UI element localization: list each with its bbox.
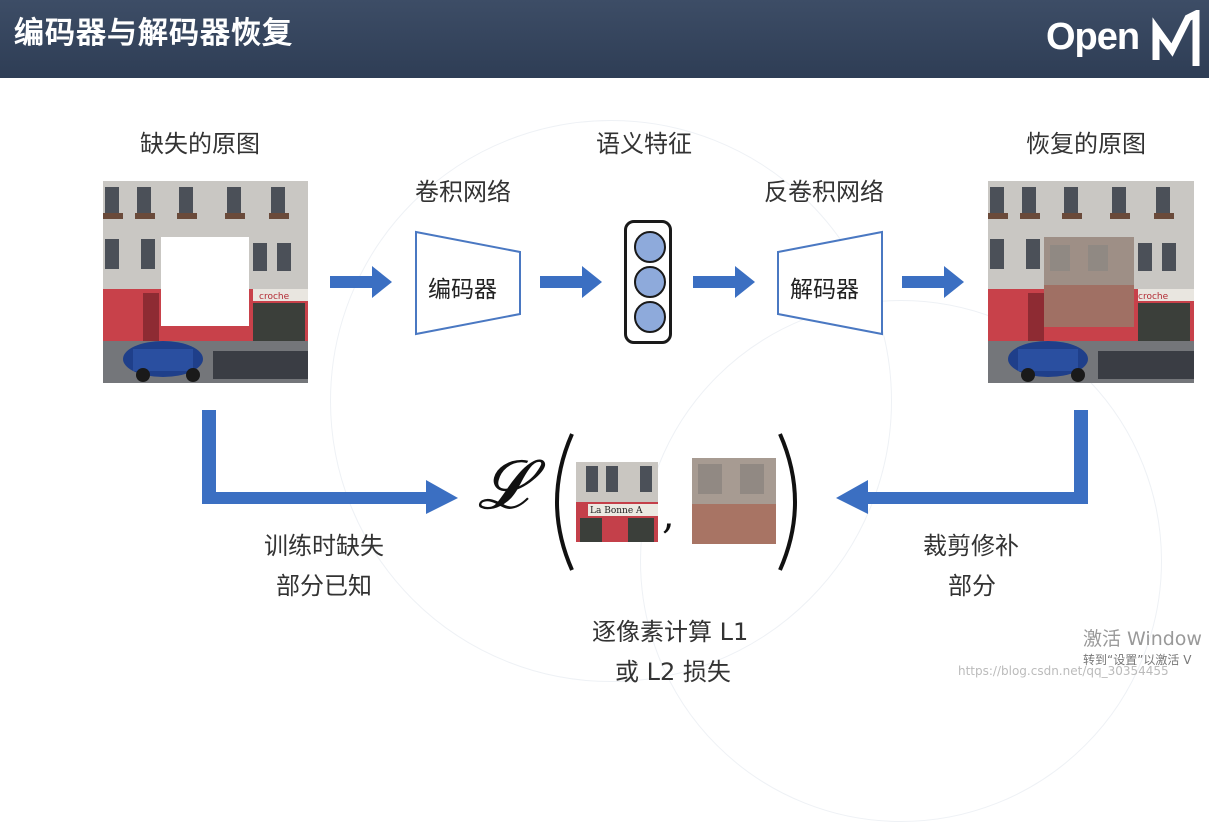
blog-url: https://blog.csdn.net/qq_30354455 (958, 664, 1169, 678)
missing-image-photo: croche (103, 181, 308, 383)
restored-image-label: 恢复的原图 (1026, 130, 1146, 158)
logo-mark-icon (1152, 10, 1200, 66)
feature-node (634, 301, 666, 333)
feature-node (634, 231, 666, 263)
deconv-net-label: 反卷积网络 (764, 178, 884, 206)
elbow-arrow-icon (202, 410, 458, 514)
ground-truth-patch: La Bonne A (576, 462, 658, 542)
activate-windows-subtitle: 转到“设置”以激活 V (1083, 653, 1192, 667)
arrow-right-icon (330, 266, 392, 298)
missing-image-label: 缺失的原图 (140, 130, 260, 158)
storefront-sign: croche (1138, 292, 1169, 302)
left-paren (555, 433, 574, 571)
storefront-sign: croche (259, 292, 290, 302)
arrow-right-icon (902, 266, 964, 298)
openmmlab-logo: Open (1046, 8, 1202, 68)
arrow-right-icon (693, 266, 755, 298)
right-caption-line1: 裁剪修补 (923, 532, 1019, 560)
bottom-caption-line2: 或 L2 损失 (615, 658, 731, 686)
restored-image-photo: croche (988, 181, 1194, 383)
decoder-block: 解码器 (776, 230, 884, 336)
encoder-block: 编码器 (414, 230, 522, 336)
page-title: 编码器与解码器恢复 (14, 16, 293, 51)
right-paren (778, 433, 797, 571)
comma: , (662, 492, 675, 538)
loss-symbol: 𝓛 (478, 446, 528, 525)
arrow-right-icon (540, 266, 602, 298)
feature-vector (624, 220, 672, 344)
feature-node (634, 266, 666, 298)
conv-net-label: 卷积网络 (415, 178, 511, 206)
logo-text: Open (1046, 16, 1140, 58)
left-caption-line1: 训练时缺失 (264, 532, 384, 560)
activate-windows-title: 激活 Window (1083, 628, 1202, 650)
elbow-arrow-icon (836, 410, 1088, 514)
encoder-label: 编码器 (428, 277, 497, 303)
patch-sign: La Bonne A (590, 506, 643, 516)
header-bar: 编码器与解码器恢复 Open (0, 0, 1209, 78)
right-caption-line2: 部分 (948, 572, 996, 600)
semantic-features-label: 语义特征 (596, 130, 692, 158)
bottom-caption-line1: 逐像素计算 L1 (592, 618, 749, 646)
restored-patch (692, 458, 776, 544)
left-caption-line2: 部分已知 (276, 572, 372, 600)
decoder-label: 解码器 (790, 277, 859, 303)
